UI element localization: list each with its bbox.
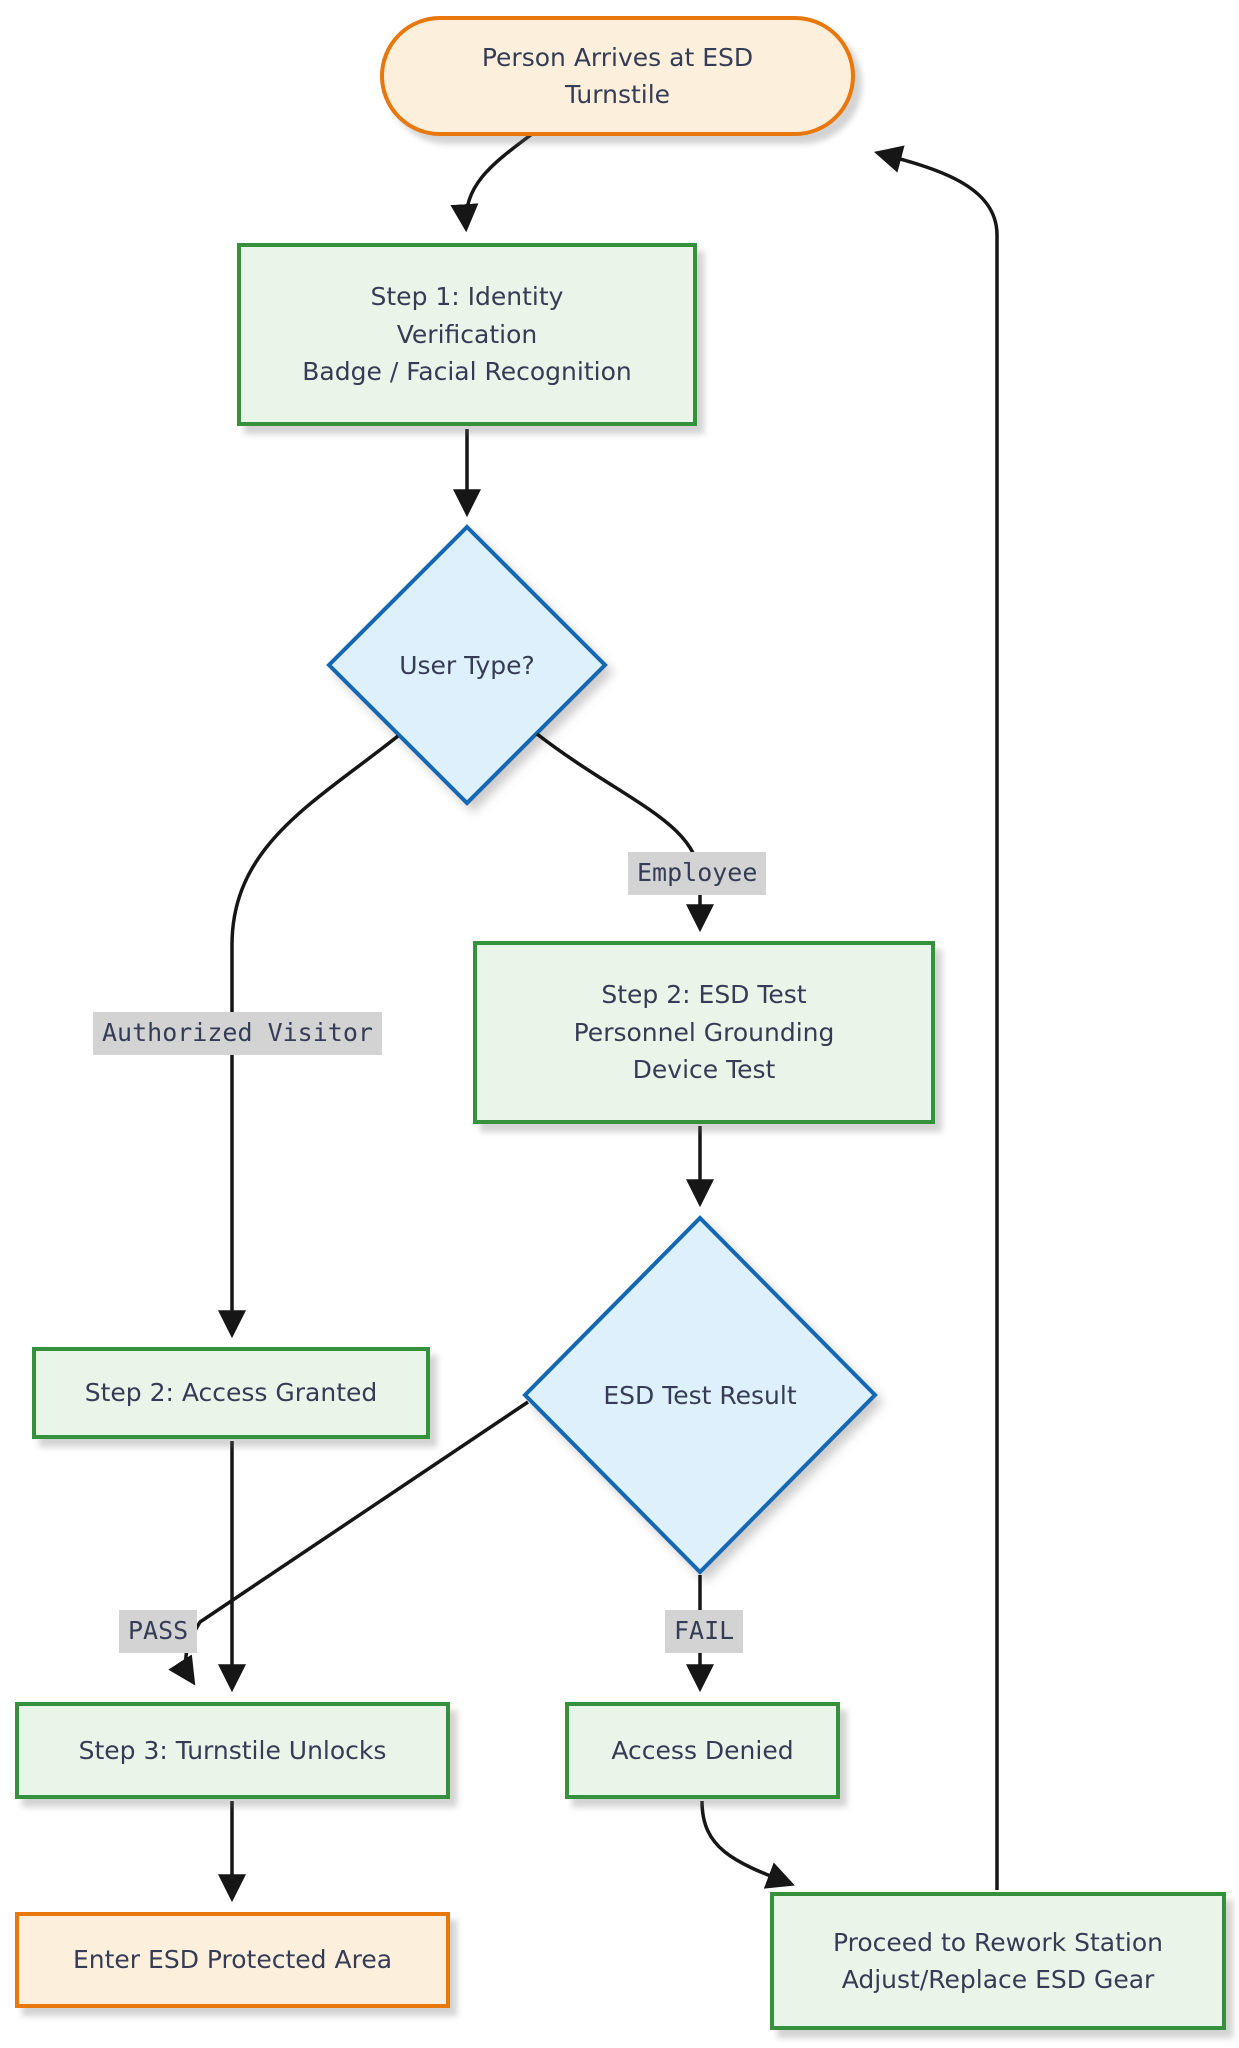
node-esd-test-line3: Device Test [632, 1055, 776, 1085]
node-user-type-label: User Type? [399, 651, 535, 680]
node-step1-line3: Badge / Facial Recognition [302, 357, 632, 387]
node-esd-result-label: ESD Test Result [603, 1381, 797, 1410]
edge-label-authorized-visitor: Authorized Visitor [93, 1012, 382, 1055]
node-access-granted: Step 2: Access Granted [32, 1347, 430, 1439]
node-rework-line2: Adjust/Replace ESD Gear [841, 1965, 1155, 1994]
node-esd-test-line1: Step 2: ESD Test [601, 980, 807, 1010]
node-step1-line2: Verification [396, 319, 538, 349]
node-enter-area: Enter ESD Protected Area [15, 1912, 450, 2008]
node-start-line1: Person Arrives at ESD [481, 42, 754, 72]
node-rework-line1: Proceed to Rework Station [833, 1927, 1163, 1957]
node-esd-test: Step 2: ESD Test Personnel Grounding Dev… [473, 941, 935, 1124]
node-esd-test-line2: Personnel Grounding [573, 1017, 835, 1047]
node-enter-area-line1: Enter ESD Protected Area [72, 1945, 393, 1975]
edge-label-pass: PASS [119, 1610, 198, 1653]
node-access-denied-line1: Access Denied [611, 1735, 794, 1765]
node-access-denied: Access Denied [565, 1702, 840, 1799]
edge-start-to-step1 [450, 126, 542, 233]
node-start: Person Arrives at ESD Turnstile [380, 16, 855, 136]
edge-denied-to-rework [700, 1800, 795, 1889]
node-turnstile-unlocks: Step 3: Turnstile Unlocks [15, 1702, 450, 1799]
node-access-granted-line1: Step 2: Access Granted [84, 1378, 378, 1408]
edge-usertype-to-esdtest [535, 732, 714, 933]
node-step1-line1: Step 1: Identity [370, 282, 564, 312]
node-start-line2: Turnstile [564, 80, 671, 109]
edge-esdresult-to-step3-pass [168, 1400, 529, 1686]
edge-label-employee: Employee [628, 852, 767, 895]
node-rework: Proceed to Rework Station Adjust/Replace… [770, 1892, 1226, 2030]
node-turnstile-unlocks-line1: Step 3: Turnstile Unlocks [78, 1735, 387, 1765]
edge-label-fail: FAIL [665, 1610, 744, 1653]
node-step1: Step 1: Identity Verification Badge / Fa… [237, 243, 697, 426]
